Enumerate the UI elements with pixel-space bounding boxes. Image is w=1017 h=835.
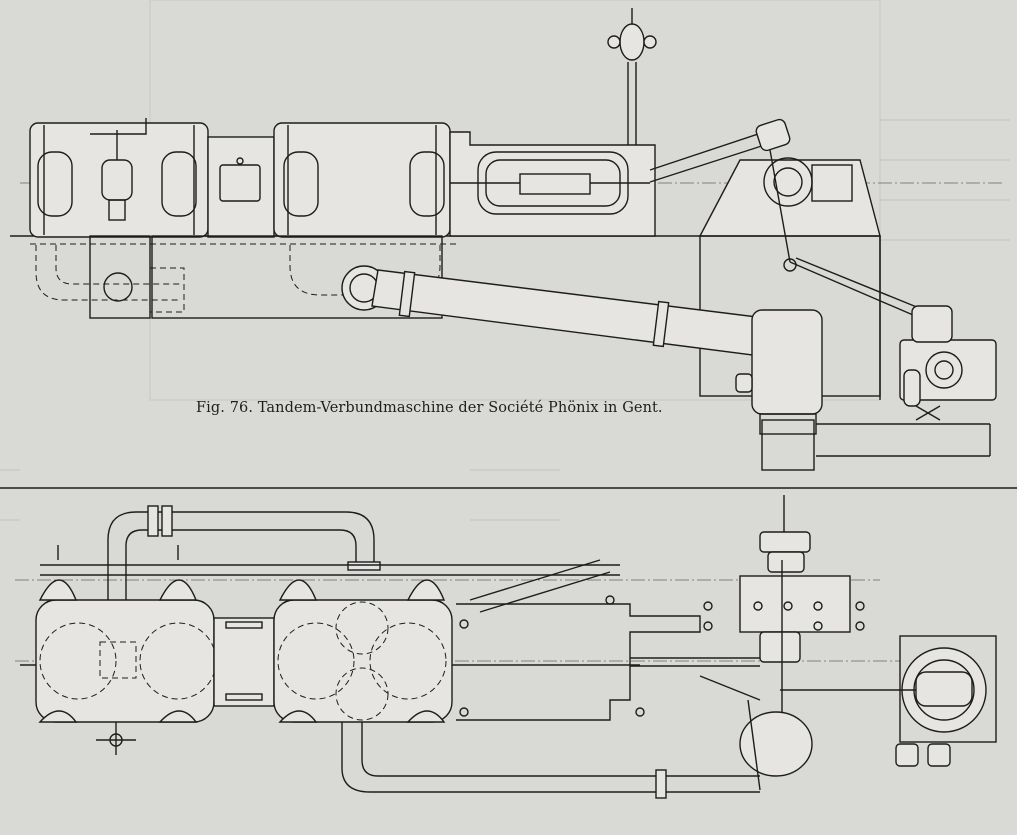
figure-caption: Fig. 76. Tandem-Verbundmaschine der Soci… [196, 400, 663, 416]
valve-chest-right [899, 305, 997, 421]
plan-view [15, 495, 997, 799]
crankshaft-plan [759, 495, 811, 740]
elevation-view [10, 8, 1005, 471]
lp-cylinder-plan [35, 545, 217, 723]
governor [607, 8, 657, 145]
receiver-pipe [341, 265, 785, 363]
exhaust-pipes-elevation [30, 235, 460, 319]
bed-plate-plan [456, 559, 865, 721]
exhaust-pipe-plan [341, 675, 813, 799]
air-pump-column [735, 309, 991, 471]
hp-cylinder-plan [273, 579, 453, 723]
steam-pipe-loop [40, 505, 620, 600]
crosshead-frame [449, 131, 656, 237]
air-pump-plan [780, 635, 997, 767]
crank-bearing [698, 157, 881, 237]
hp-cylinder-elevation [273, 122, 451, 238]
hand-wheel [96, 722, 136, 755]
lp-cylinder-elevation [29, 118, 209, 238]
